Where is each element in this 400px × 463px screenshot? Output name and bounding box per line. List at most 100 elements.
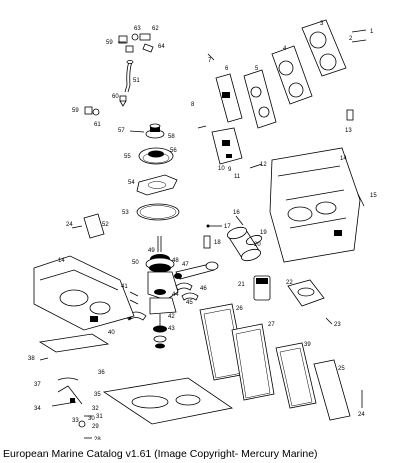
callout-39: 39 (304, 342, 311, 348)
callout-62: 62 (152, 26, 159, 32)
callout-7: 7 (208, 58, 212, 64)
callout-24: 24 (358, 412, 365, 418)
callout-11: 11 (234, 174, 241, 180)
callout-44: 44 (172, 292, 179, 298)
callout-59: 59 (106, 40, 113, 46)
callout-12: 12 (260, 162, 267, 168)
cover-plate-27 (231, 323, 275, 401)
linkage-32-35 (51, 385, 83, 407)
callout-3: 3 (320, 21, 324, 27)
screw-24-left (71, 225, 83, 229)
callout-55: 55 (124, 154, 131, 160)
callout-16: 16 (233, 210, 240, 216)
callout-54: 54 (128, 180, 135, 186)
callout-10: 10 (218, 166, 225, 172)
callout-58: 58 (168, 134, 175, 140)
callout-1: 1 (370, 29, 374, 35)
fittings-58-59 (84, 106, 100, 116)
fasteners-28-31 (78, 415, 92, 439)
flywheel-cover-56 (138, 147, 174, 165)
callout-18: 18 (214, 240, 221, 246)
callout-53: 53 (122, 210, 129, 216)
callout-41: 41 (121, 284, 128, 290)
bracket-52 (83, 213, 105, 239)
fitting-13 (346, 109, 354, 121)
housing-22 (287, 279, 325, 307)
callout-32: 32 (92, 406, 99, 412)
wrist-pin-18 (203, 235, 211, 249)
image-caption: European Marine Catalog v1.61 (Image Cop… (3, 448, 318, 460)
callout-63: 63 (134, 26, 141, 32)
callout-38: 38 (28, 356, 35, 362)
cover-plate-5 (243, 69, 277, 129)
callout-60: 60 (112, 94, 119, 100)
callout-8: 8 (191, 102, 195, 108)
fitting-60 (119, 95, 127, 107)
callout-22: 22 (286, 280, 293, 286)
hose-tube-part-61 (124, 60, 134, 93)
bearing-clips-44-46 (175, 282, 199, 301)
lower-plate-36 (38, 333, 110, 353)
pins-41-42 (129, 291, 139, 305)
callout-50: 50 (132, 260, 139, 266)
callout-33: 33 (72, 418, 79, 424)
callout-35: 35 (94, 392, 101, 398)
bolts-7-8 (197, 53, 215, 129)
callout-24: 24 (66, 222, 73, 228)
crankcase-lower (33, 255, 135, 331)
cover-plate-25 (313, 359, 351, 421)
callout-47: 47 (182, 262, 189, 268)
callout-29: 29 (92, 424, 99, 430)
callout-42: 42 (168, 314, 175, 320)
callout-13: 13 (345, 128, 352, 134)
plate-54 (136, 174, 178, 196)
callout-5: 5 (255, 66, 259, 72)
callout-21: 21 (238, 282, 245, 288)
callout-labels: 1 2 3 4 5 6 7 8 9 10 11 12 13 14 14 15 1… (28, 21, 377, 440)
callout-51: 51 (133, 78, 140, 84)
callout-45: 45 (186, 300, 193, 306)
callout-17: 17 (224, 224, 231, 230)
callout-31: 31 (96, 414, 103, 420)
hose-37-38 (39, 357, 79, 381)
callout-26: 26 (236, 306, 243, 312)
crankshaft (145, 236, 179, 349)
base-gasket (102, 377, 234, 425)
gasket-6 (215, 73, 243, 123)
callout-19: 19 (260, 230, 267, 236)
callout-64: 64 (158, 44, 165, 50)
bearing-55 (145, 123, 165, 139)
callout-30: 30 (88, 416, 95, 422)
callout-56: 56 (170, 148, 177, 154)
callout-23: 23 (334, 322, 341, 328)
bracket-9-11 (211, 127, 243, 165)
callout-36: 36 (98, 370, 105, 376)
callout-40: 40 (108, 330, 115, 336)
callout-6: 6 (225, 66, 229, 72)
screw-23 (325, 317, 333, 325)
filter-21 (253, 275, 271, 301)
callout-34: 34 (34, 406, 41, 412)
screw-15 (357, 193, 365, 207)
callout-46: 46 (200, 286, 207, 292)
callout-28: 28 (94, 437, 101, 440)
fitting-group-top-left (118, 33, 154, 53)
screw-12 (249, 163, 263, 169)
top-screws-1-2 (351, 29, 367, 43)
head-gasket-4 (271, 45, 313, 105)
screw-57 (129, 130, 145, 133)
cylinder-block (269, 147, 361, 263)
callout-52: 52 (102, 222, 109, 228)
callout-14: 14 (58, 258, 65, 264)
head-cover-3 (301, 19, 347, 77)
callout-14: 14 (340, 156, 347, 162)
callout-20: 20 (254, 242, 261, 248)
seal-ring-53 (136, 203, 180, 221)
callout-4: 4 (283, 46, 287, 52)
callout-48: 48 (172, 258, 179, 264)
callout-2: 2 (349, 36, 353, 42)
cover-plate-39 (275, 342, 317, 409)
callout-9: 9 (228, 167, 232, 173)
exploded-parts-diagram: 1 2 3 4 5 6 7 8 9 10 11 12 13 14 14 15 1… (28, 19, 377, 440)
callout-15: 15 (370, 193, 377, 199)
